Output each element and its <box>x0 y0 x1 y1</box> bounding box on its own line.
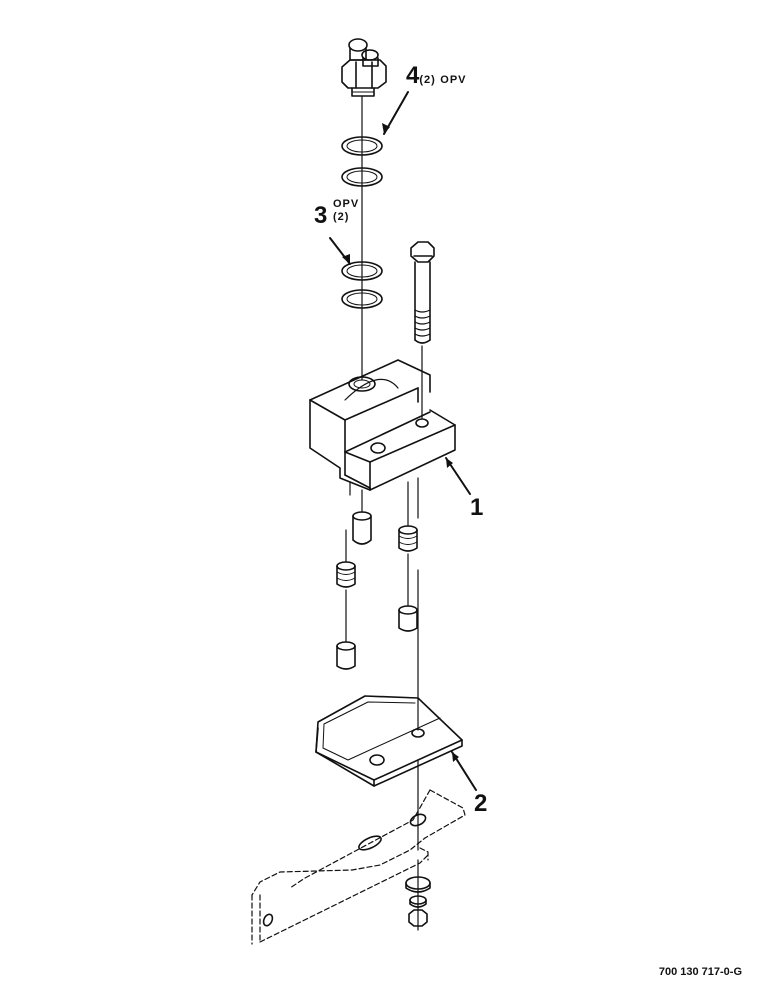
callout-1: 1 <box>470 494 483 522</box>
bushing-icon <box>398 605 418 632</box>
lock-washer-icon <box>409 895 427 908</box>
o-ring-icon <box>341 167 383 187</box>
callout-note: OPV <box>333 198 360 210</box>
bushing-icon <box>336 641 356 670</box>
callout-number: 3 <box>314 202 328 229</box>
bracket-icon <box>251 789 466 945</box>
callout-number: 4 <box>406 62 420 89</box>
flat-washer-icon <box>405 876 431 893</box>
bracket-slot-icon <box>262 813 427 927</box>
callout-number: 2 <box>474 790 488 817</box>
spring-icon <box>336 561 356 588</box>
pressure-switch-icon <box>341 38 387 97</box>
leader-arrow <box>329 91 477 791</box>
o-ring-icon <box>341 136 383 156</box>
callout-2: 2 <box>474 790 487 818</box>
o-ring-icon <box>341 289 383 309</box>
callout-4: 4(2) OPV <box>406 62 467 90</box>
plate-icon <box>315 695 463 787</box>
bushing-icon <box>352 511 372 545</box>
callout-note: OPV <box>440 74 467 86</box>
callout-number: 1 <box>470 494 484 521</box>
o-ring-icon <box>341 261 383 281</box>
mounting-block-icon <box>309 359 456 491</box>
spring-icon <box>398 525 418 552</box>
callout-qty: (2) <box>419 74 436 86</box>
hex-nut-icon <box>408 909 428 927</box>
figure-id: 700 130 717-0-G <box>658 966 742 978</box>
callout-qty: (2) <box>333 211 350 223</box>
hex-bolt-icon <box>410 241 435 419</box>
